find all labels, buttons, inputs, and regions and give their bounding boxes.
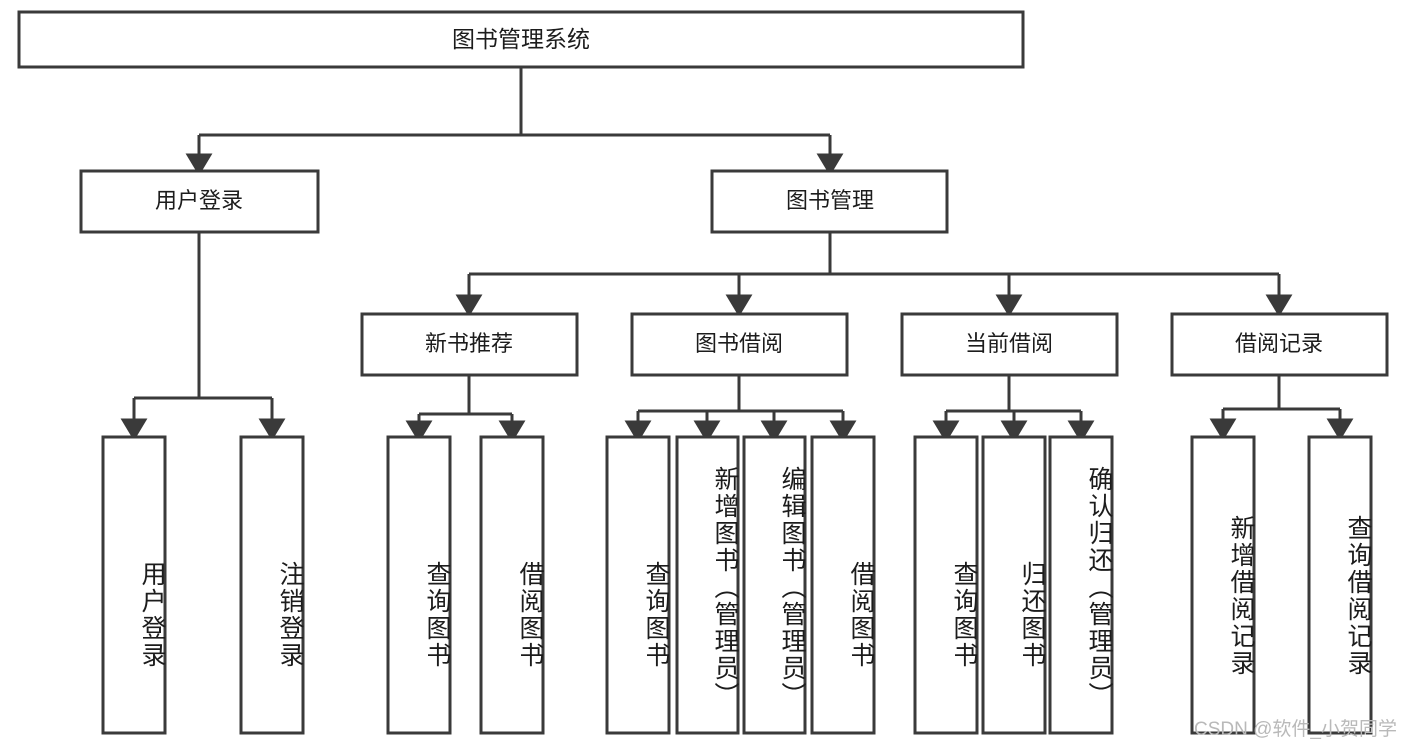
node-book-management[interactable]: 图书管理 xyxy=(710,169,949,234)
node-user-login[interactable]: 用户登录 xyxy=(79,169,320,234)
node-book-management-label: 图书管理 xyxy=(786,188,874,213)
connector-newbook-to-leaves xyxy=(405,375,526,443)
node-leaf-user-login-1-label: 用户登录 xyxy=(138,561,166,669)
connector-root-to-level2 xyxy=(185,67,844,176)
node-leaf-current-borrow-3[interactable] xyxy=(1048,435,1114,735)
node-leaf-book-borrow-2-label: 新增图书（管理员） xyxy=(711,465,739,709)
node-leaf-user-login-2-label: 注销登录 xyxy=(276,561,304,669)
node-leaf-user-login-1[interactable] xyxy=(101,435,167,735)
connector-bookborrow-to-leaves xyxy=(624,375,857,443)
node-leaf-book-borrow-1-label: 查询图书 xyxy=(642,561,670,669)
connector-borrowrecord-to-leaves xyxy=(1209,375,1354,441)
connector-bookmgmt-to-level3 xyxy=(455,232,1293,317)
node-leaf-book-borrow-4-label: 借阅图书 xyxy=(847,561,875,669)
node-leaf-new-book-1[interactable] xyxy=(386,435,452,735)
node-new-book-recommend[interactable]: 新书推荐 xyxy=(360,312,579,377)
node-book-borrow-label: 图书借阅 xyxy=(695,331,783,356)
node-leaf-borrow-record-1-label: 新增借阅记录 xyxy=(1227,515,1255,677)
node-leaf-book-borrow-3[interactable] xyxy=(742,435,807,735)
watermark-text: CSDN @软件_小贺同学 xyxy=(1194,719,1397,740)
node-leaf-new-book-1-label: 查询图书 xyxy=(423,561,451,669)
node-current-borrow-label: 当前借阅 xyxy=(965,331,1053,356)
node-leaf-borrow-record-1[interactable] xyxy=(1190,435,1256,735)
node-leaf-book-borrow-3-label: 编辑图书（管理员） xyxy=(778,465,806,709)
node-borrow-record-label: 借阅记录 xyxy=(1235,331,1323,356)
node-root-label: 图书管理系统 xyxy=(452,26,590,52)
node-book-borrow[interactable]: 图书借阅 xyxy=(630,312,849,377)
node-user-login-label: 用户登录 xyxy=(155,188,243,213)
node-leaf-user-login-2[interactable] xyxy=(239,435,305,735)
node-leaf-borrow-record-2-label: 查询借阅记录 xyxy=(1344,515,1372,677)
node-leaf-current-borrow-3-label: 确认归还（管理员） xyxy=(1085,465,1113,709)
connector-userlogin-to-leaves xyxy=(120,232,286,441)
connector-currentborrow-to-leaves xyxy=(932,375,1095,443)
node-new-book-recommend-label: 新书推荐 xyxy=(425,331,513,356)
node-leaf-book-borrow-2[interactable] xyxy=(675,435,740,735)
node-leaf-current-borrow-2-label: 归还图书 xyxy=(1018,561,1046,669)
node-leaf-new-book-2[interactable] xyxy=(479,435,545,735)
node-leaf-book-borrow-1[interactable] xyxy=(605,435,671,735)
node-leaf-current-borrow-1-label: 查询图书 xyxy=(950,561,978,669)
node-leaf-current-borrow-1[interactable] xyxy=(913,435,979,735)
node-root[interactable]: 图书管理系统 xyxy=(17,10,1025,69)
node-leaf-new-book-2-label: 借阅图书 xyxy=(516,561,544,669)
node-leaf-book-borrow-4[interactable] xyxy=(810,435,876,735)
node-borrow-record[interactable]: 借阅记录 xyxy=(1170,312,1389,377)
node-leaf-borrow-record-2[interactable] xyxy=(1307,435,1373,735)
node-leaf-current-borrow-2[interactable] xyxy=(981,435,1047,735)
node-current-borrow[interactable]: 当前借阅 xyxy=(900,312,1119,377)
